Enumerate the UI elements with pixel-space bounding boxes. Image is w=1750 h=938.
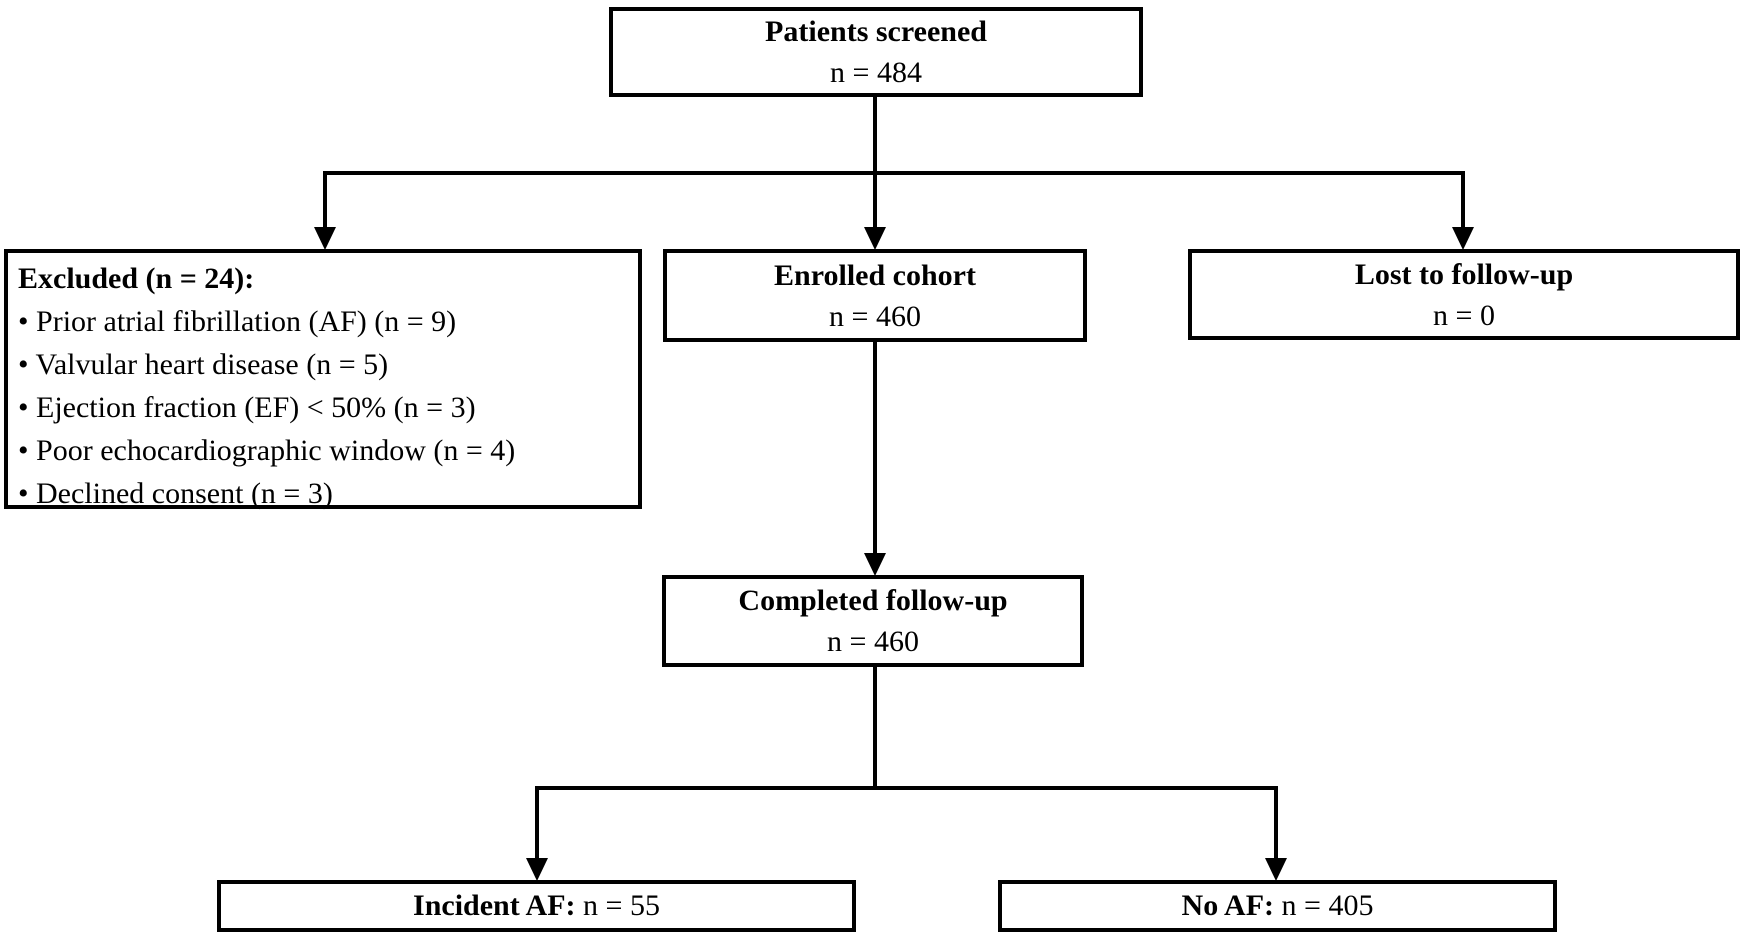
arrowhead-excluded <box>314 227 336 250</box>
box-completed-follow-up: Completed follow-up n = 460 <box>662 575 1084 667</box>
enrolled-cohort-title: Enrolled cohort <box>774 258 976 292</box>
incident-af-label: Incident AF: <box>413 889 576 922</box>
incident-af-count: n = 55 <box>575 889 660 922</box>
bullet-icon: • <box>18 434 29 467</box>
excluded-item-text: Poor echocardiographic window (n = 4) <box>36 434 516 467</box>
no-af-label: No AF: <box>1181 889 1275 922</box>
no-af-count: n = 405 <box>1274 889 1374 922</box>
patients-screened-title: Patients screened <box>765 15 987 48</box>
patients-screened-count: n = 484 <box>830 56 922 89</box>
excluded-item-text: Ejection fraction (EF) < 50% (n = 3) <box>36 391 476 424</box>
completed-follow-up-count: n = 460 <box>827 625 919 658</box>
bullet-icon: • <box>18 348 29 381</box>
arrowhead-lost <box>1452 227 1474 250</box>
excluded-item: • Prior atrial fibrillation (AF) (n = 9) <box>18 300 515 343</box>
box-no-af: No AF: n = 405 <box>998 880 1557 932</box>
lost-to-follow-up-count: n = 0 <box>1433 298 1495 332</box>
enrolled-cohort-count: n = 460 <box>829 299 921 333</box>
excluded-item: • Valvular heart disease (n = 5) <box>18 343 515 386</box>
box-lost-to-follow-up: Lost to follow-up n = 0 <box>1188 249 1740 340</box>
bullet-icon: • <box>18 305 29 338</box>
box-excluded: Excluded (n = 24): • Prior atrial fibril… <box>4 249 642 510</box>
excluded-title: Excluded (n = 24): <box>18 262 255 295</box>
arrowhead-incident-af <box>526 858 548 881</box>
excluded-item-text: Valvular heart disease (n = 5) <box>35 348 389 381</box>
excluded-item-text: Prior atrial fibrillation (AF) (n = 9) <box>36 305 457 338</box>
arrowhead-no-af <box>1265 858 1287 881</box>
bullet-icon: • <box>18 391 29 424</box>
excluded-list: • Prior atrial fibrillation (AF) (n = 9)… <box>18 300 515 515</box>
excluded-item-text: Declined consent (n = 3) <box>36 477 333 510</box>
lost-to-follow-up-title: Lost to follow-up <box>1354 257 1574 291</box>
connector-top-split <box>323 97 1465 231</box>
excluded-item: • Ejection fraction (EF) < 50% (n = 3) <box>18 386 515 429</box>
arrowhead-enrolled <box>864 227 886 250</box>
excluded-item: • Declined consent (n = 3) <box>18 472 515 515</box>
completed-follow-up-title: Completed follow-up <box>738 584 1008 617</box>
connector-bottom-split <box>535 667 1278 861</box>
box-enrolled-cohort: Enrolled cohort n = 460 <box>663 249 1087 342</box>
excluded-item: • Poor echocardiographic window (n = 4) <box>18 429 515 472</box>
box-incident-af: Incident AF: n = 55 <box>217 880 856 932</box>
box-patients-screened: Patients screened n = 484 <box>609 7 1143 97</box>
bullet-icon: • <box>18 477 29 510</box>
arrowhead-completed <box>864 553 886 576</box>
